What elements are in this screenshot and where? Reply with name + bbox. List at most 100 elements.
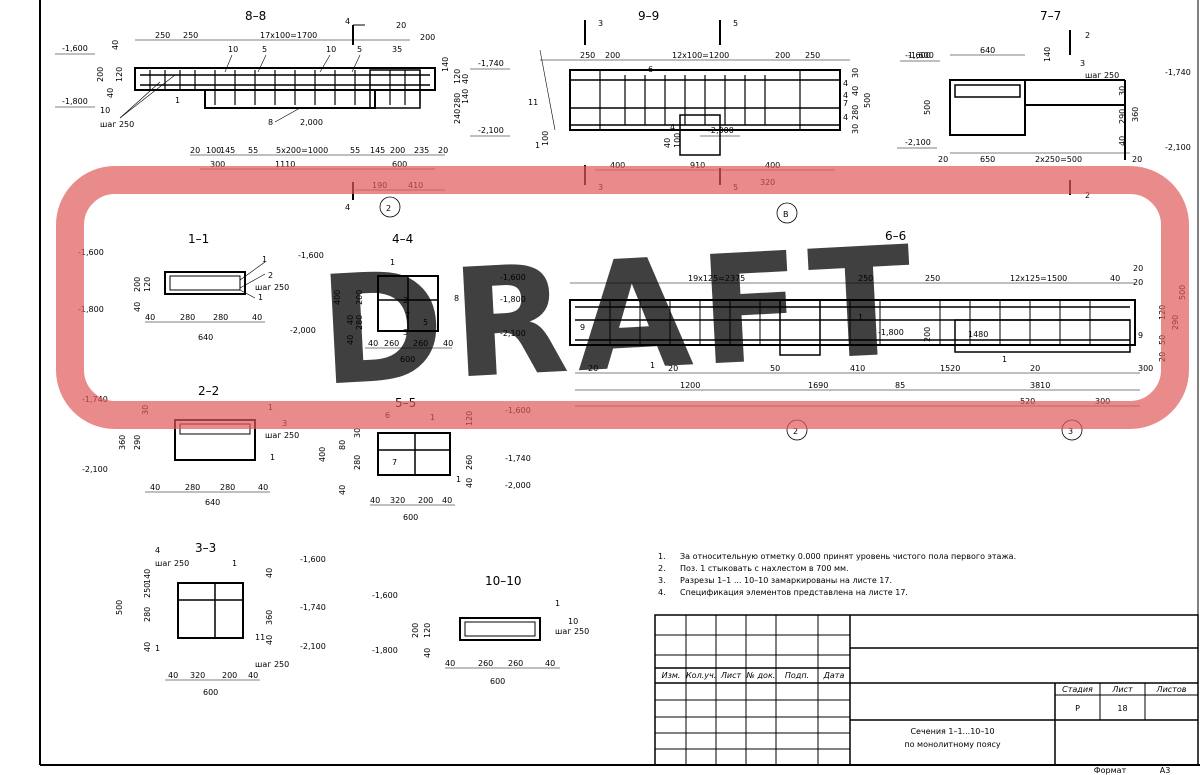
tb-title-line1: Сечения 1–1...10–10 xyxy=(910,727,995,736)
svg-text:80: 80 xyxy=(338,440,347,450)
svg-text:-1,800: -1,800 xyxy=(500,295,526,304)
svg-text:910: 910 xyxy=(690,161,705,170)
svg-text:200: 200 xyxy=(418,496,433,505)
svg-text:35: 35 xyxy=(392,45,402,54)
svg-text:5: 5 xyxy=(262,45,267,54)
tb-format-label: Формат xyxy=(1093,766,1127,775)
svg-text:-2,100: -2,100 xyxy=(1165,143,1191,152)
svg-text:11: 11 xyxy=(255,633,265,642)
svg-text:260: 260 xyxy=(508,659,523,668)
svg-text:600: 600 xyxy=(392,160,407,169)
svg-text:200: 200 xyxy=(420,33,435,42)
svg-text:-1,600: -1,600 xyxy=(505,406,531,415)
svg-text:20: 20 xyxy=(438,146,448,155)
svg-text:1: 1 xyxy=(270,453,275,462)
svg-text:30: 30 xyxy=(1118,86,1127,96)
svg-text:20: 20 xyxy=(1133,264,1143,273)
svg-text:1: 1 xyxy=(535,141,540,150)
svg-text:40: 40 xyxy=(1110,274,1120,283)
svg-text:1: 1 xyxy=(1002,355,1007,364)
svg-text:500: 500 xyxy=(923,100,932,115)
svg-text:20: 20 xyxy=(588,364,598,373)
svg-text:300: 300 xyxy=(1138,364,1153,373)
svg-text:шаг 250: шаг 250 xyxy=(1085,71,1119,80)
tb-sheets-label: Листов xyxy=(1156,685,1187,694)
svg-text:2: 2 xyxy=(403,296,408,305)
svg-text:500: 500 xyxy=(115,600,124,615)
tb-header-doc: № док. xyxy=(746,671,776,680)
svg-text:250: 250 xyxy=(925,274,940,283)
svg-text:300: 300 xyxy=(1095,397,1110,406)
tb-sheet-label: Лист xyxy=(1112,685,1133,694)
svg-text:-1,800: -1,800 xyxy=(372,646,398,655)
section-title: 4–4 xyxy=(392,232,413,246)
svg-text:600: 600 xyxy=(400,355,415,364)
svg-text:40: 40 xyxy=(423,648,432,658)
svg-text:640: 640 xyxy=(205,498,220,507)
tb-title-line2: по монолитному поясу xyxy=(904,740,1001,749)
svg-text:280: 280 xyxy=(851,105,860,120)
svg-text:640: 640 xyxy=(980,46,995,55)
svg-text:3: 3 xyxy=(282,419,287,428)
section-title: 10–10 xyxy=(485,574,522,588)
svg-text:-2,100: -2,100 xyxy=(478,126,504,135)
svg-text:4: 4 xyxy=(843,79,848,88)
svg-text:55: 55 xyxy=(248,146,258,155)
svg-text:40: 40 xyxy=(445,659,455,668)
svg-text:250: 250 xyxy=(155,31,170,40)
tb-header-izm: Изм. xyxy=(661,671,681,680)
svg-text:-1,600: -1,600 xyxy=(908,51,934,60)
svg-text:120: 120 xyxy=(1158,305,1167,320)
svg-text:280: 280 xyxy=(213,313,228,322)
svg-text:шаг 250: шаг 250 xyxy=(155,559,189,568)
svg-text:600: 600 xyxy=(403,513,418,522)
svg-text:-1,600: -1,600 xyxy=(372,591,398,600)
svg-text:250: 250 xyxy=(143,583,152,598)
svg-text:360: 360 xyxy=(118,435,127,450)
svg-text:600: 600 xyxy=(203,688,218,697)
svg-text:280: 280 xyxy=(143,607,152,622)
svg-text:-1,800: -1,800 xyxy=(878,328,904,337)
tb-format: А3 xyxy=(1159,766,1171,775)
svg-text:280: 280 xyxy=(180,313,195,322)
svg-text:1690: 1690 xyxy=(808,381,828,390)
svg-text:1: 1 xyxy=(155,644,160,653)
svg-text:410: 410 xyxy=(408,181,423,190)
svg-text:280: 280 xyxy=(355,315,364,330)
svg-text:-2,100: -2,100 xyxy=(300,642,326,651)
svg-text:260: 260 xyxy=(384,339,399,348)
svg-text:50: 50 xyxy=(770,364,780,373)
section-2-2: 2–2 1 3 шаг 250 1 -1,740 -2,100 40 280 2… xyxy=(82,384,299,507)
svg-text:2: 2 xyxy=(1085,191,1090,200)
svg-text:20: 20 xyxy=(1158,352,1167,362)
svg-text:4: 4 xyxy=(155,546,160,555)
svg-text:5: 5 xyxy=(423,318,428,327)
svg-text:40: 40 xyxy=(851,86,860,96)
section-4-4: 4–4 1 2 5 7 3 8 -1,600 -2,000 40 260 260… xyxy=(290,232,459,364)
section-3-3: 3–3 4 шаг 250 1 1 11 шаг 250 -1,600 -1,7… xyxy=(115,541,326,697)
svg-text:4: 4 xyxy=(843,91,848,100)
svg-text:11: 11 xyxy=(528,98,538,107)
svg-text:410: 410 xyxy=(850,364,865,373)
svg-text:290: 290 xyxy=(133,435,142,450)
svg-text:235: 235 xyxy=(414,146,429,155)
svg-text:100: 100 xyxy=(206,146,221,155)
svg-text:5: 5 xyxy=(733,183,738,192)
svg-text:400: 400 xyxy=(333,290,342,305)
tb-header-list: Лист xyxy=(720,671,742,680)
svg-text:40: 40 xyxy=(346,315,355,325)
svg-text:7: 7 xyxy=(843,99,848,108)
svg-text:-1,800: -1,800 xyxy=(78,305,104,314)
svg-text:8: 8 xyxy=(268,118,273,127)
svg-text:200: 200 xyxy=(775,51,790,60)
svg-text:360: 360 xyxy=(1131,107,1140,122)
svg-text:шаг 250: шаг 250 xyxy=(555,627,589,636)
svg-text:100: 100 xyxy=(673,133,682,148)
svg-text:1: 1 xyxy=(555,599,560,608)
section-title: 8–8 xyxy=(245,9,266,23)
svg-text:4: 4 xyxy=(670,123,675,132)
svg-text:19x125=2375: 19x125=2375 xyxy=(688,274,745,283)
svg-text:1: 1 xyxy=(262,255,267,264)
tb-stage-label: Стадия xyxy=(1062,685,1093,694)
